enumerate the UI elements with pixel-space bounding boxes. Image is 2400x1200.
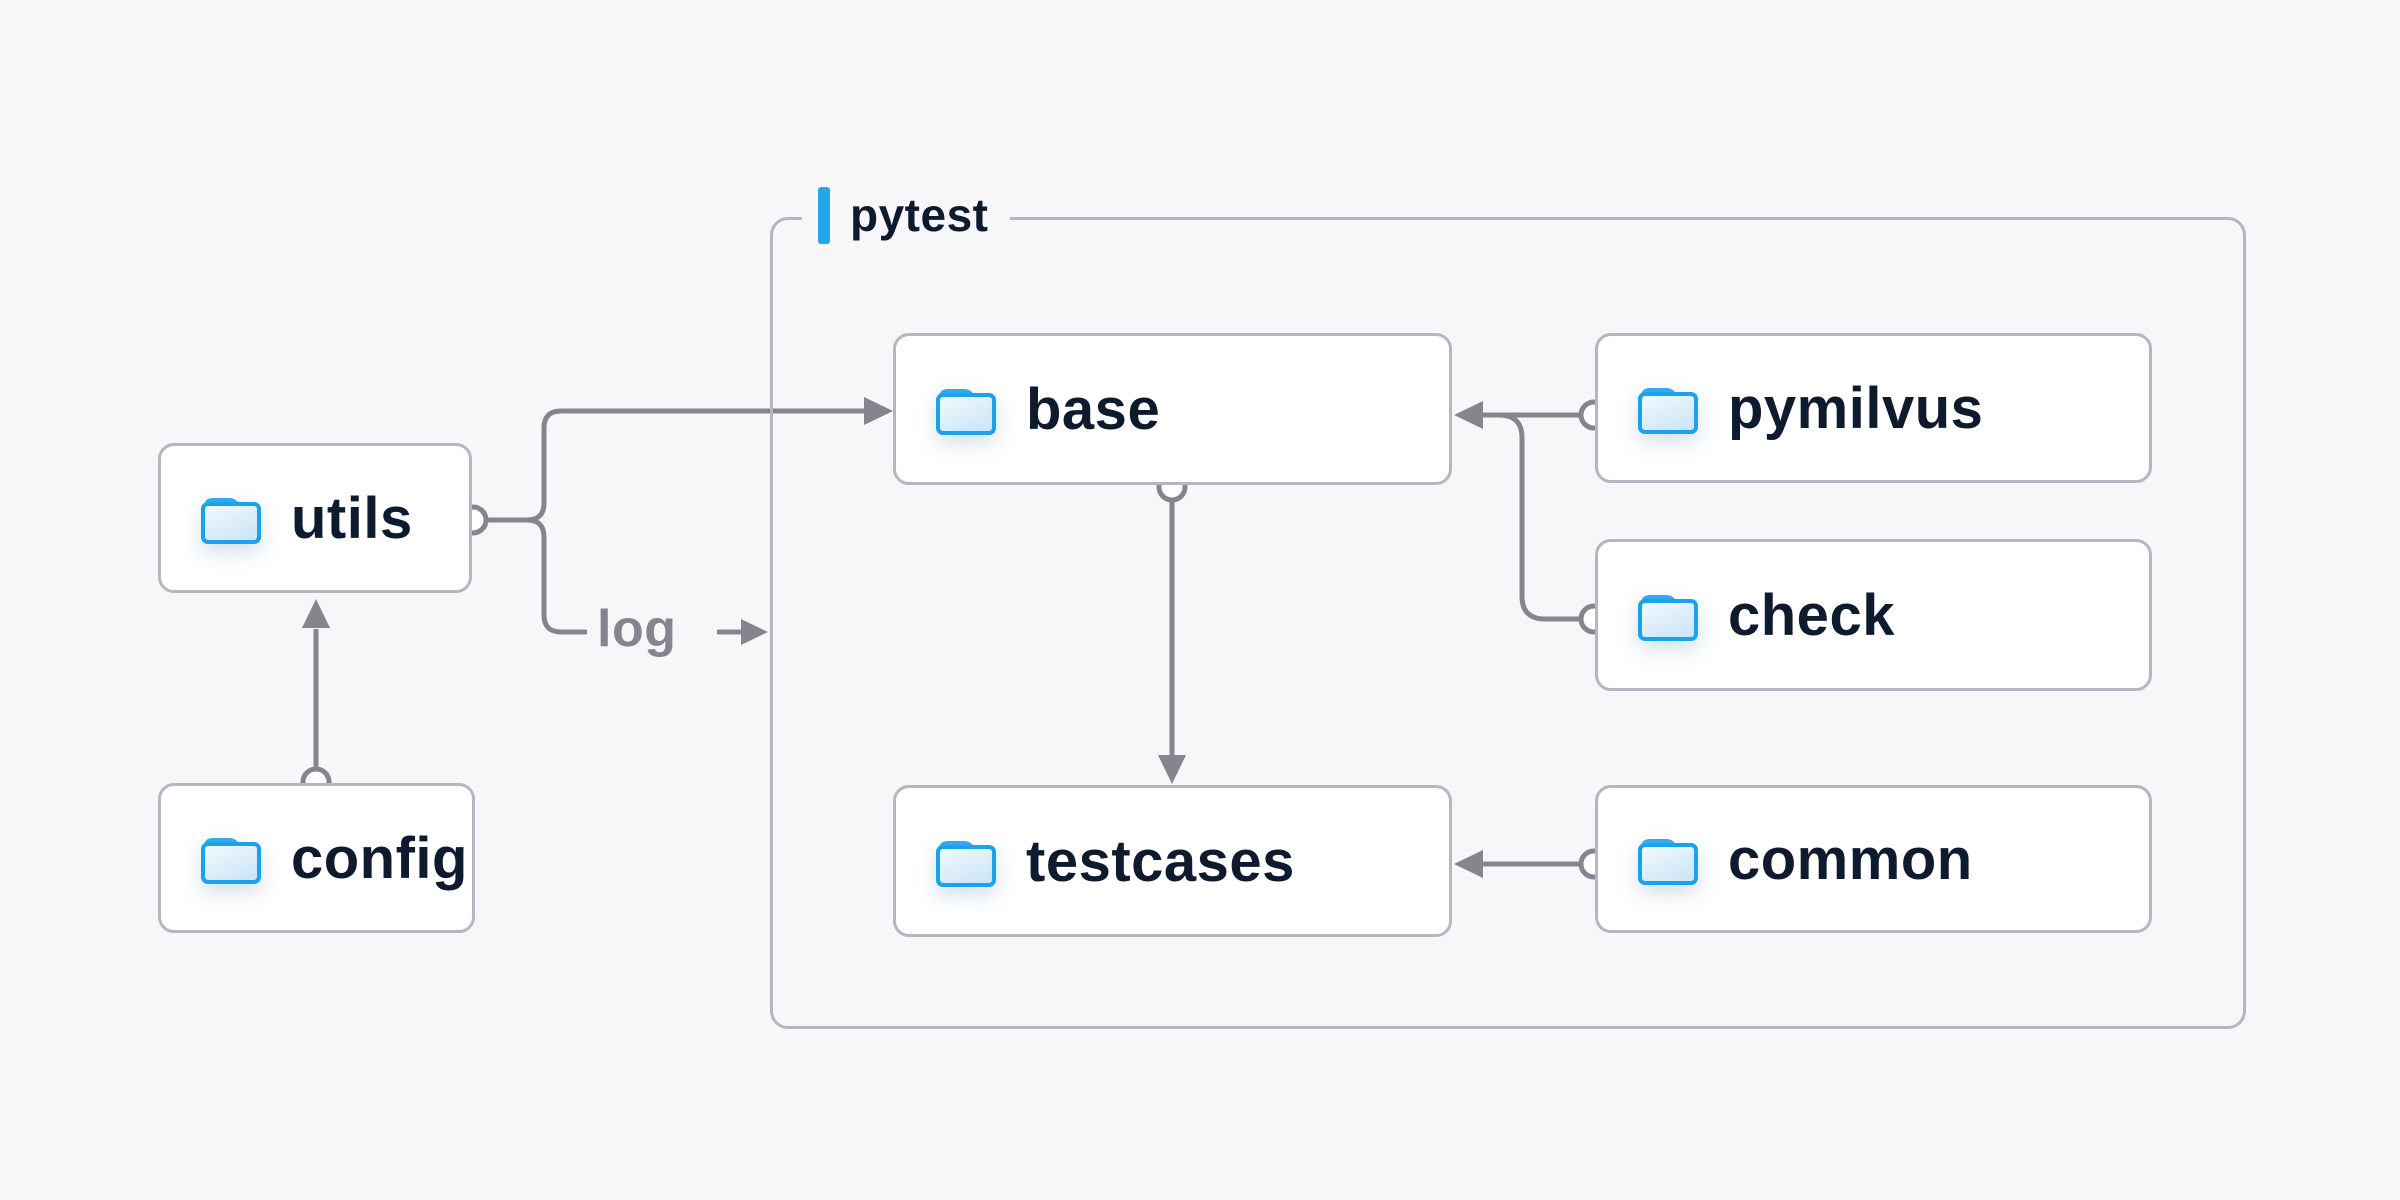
- folder-icon: [936, 841, 996, 887]
- node-label: pymilvus: [1728, 375, 1984, 441]
- folder-icon: [936, 389, 996, 435]
- node-base: base: [893, 333, 1452, 485]
- node-utils: utils: [158, 443, 472, 593]
- arrowhead-right-log: [741, 619, 768, 645]
- node-common: common: [1595, 785, 2152, 933]
- edge-utils-log: [526, 517, 587, 635]
- pytest-container: [770, 217, 2246, 1029]
- accent-bar: [818, 186, 830, 244]
- node-label: config: [291, 825, 468, 891]
- folder-icon: [201, 498, 261, 544]
- arrowhead-up-config-utils: [302, 599, 330, 628]
- node-testcases: testcases: [893, 785, 1452, 937]
- node-label: check: [1728, 582, 1895, 648]
- pytest-title: pytest: [850, 189, 989, 241]
- edge-label-log: log: [597, 600, 677, 658]
- node-label: base: [1026, 376, 1161, 442]
- pytest-container-label: pytest: [802, 184, 1011, 246]
- node-label: common: [1728, 826, 1973, 892]
- node-label: utils: [291, 485, 413, 551]
- folder-icon: [1638, 839, 1698, 885]
- folder-icon: [1638, 595, 1698, 641]
- folder-icon: [1638, 388, 1698, 434]
- node-check: check: [1595, 539, 2152, 691]
- folder-icon: [201, 838, 261, 884]
- node-pymilvus: pymilvus: [1595, 333, 2152, 483]
- node-config: config: [158, 783, 475, 933]
- node-label: testcases: [1026, 828, 1295, 894]
